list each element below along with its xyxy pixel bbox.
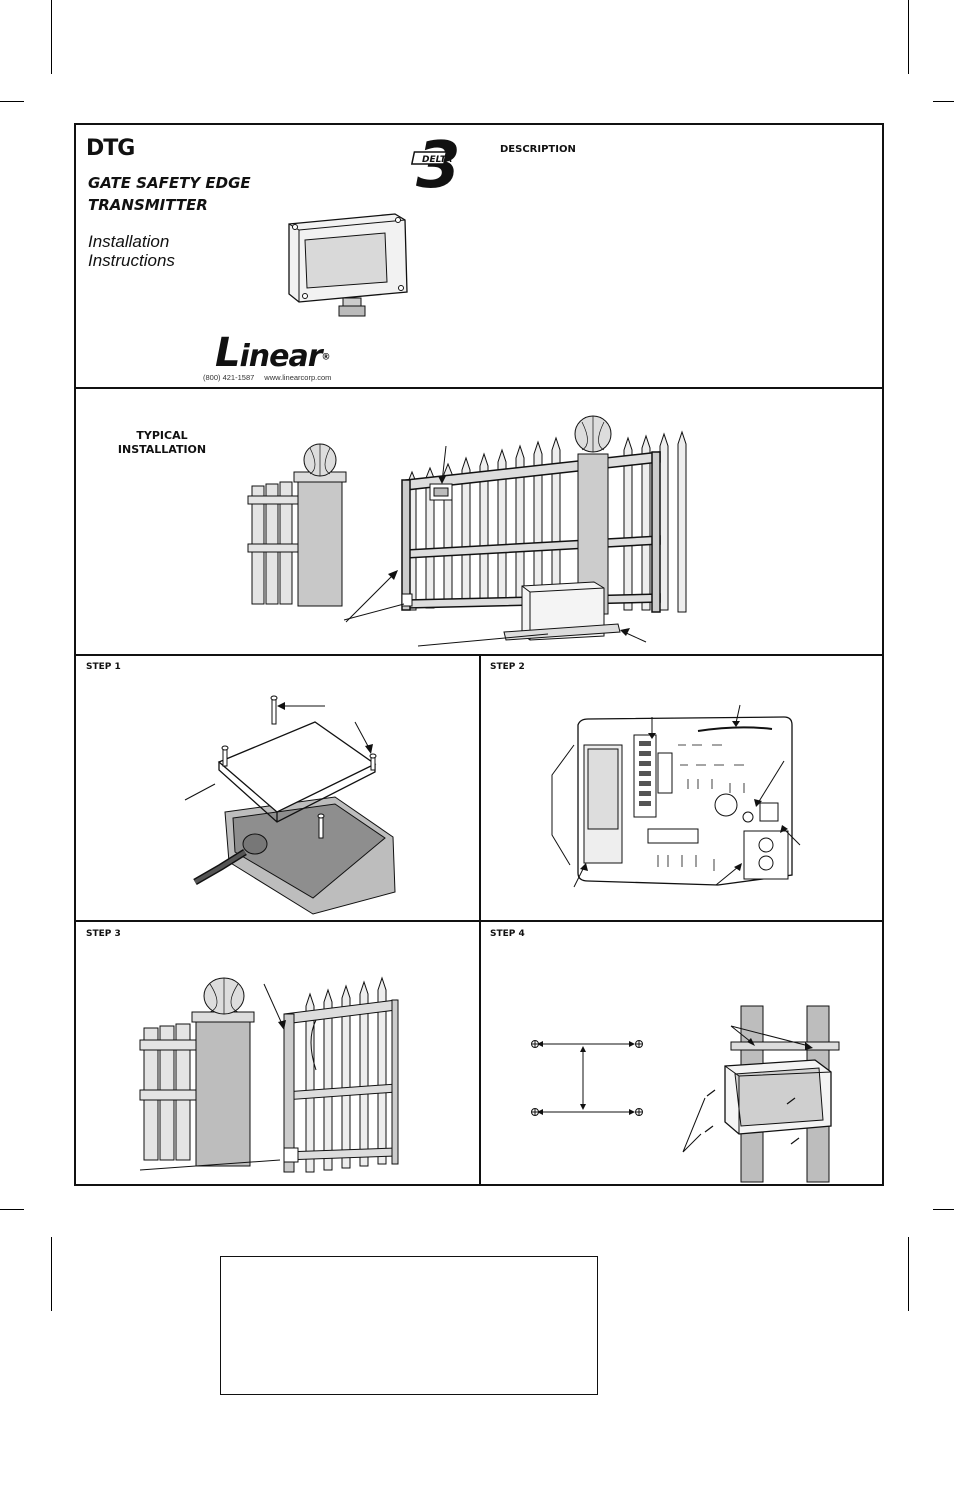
install-line: Instructions [88, 251, 175, 270]
subtitle-line: GATE SAFETY EDGE [88, 174, 251, 192]
step1-open-enclosure-illustration [185, 692, 400, 917]
crop-mark [0, 101, 24, 102]
install-line: Installation [88, 232, 170, 251]
step-4-label: STEP 4 [490, 929, 525, 939]
subtitle-line: TRANSMITTER [88, 196, 208, 214]
step-3-label: STEP 3 [86, 929, 121, 939]
step-1-label: STEP 1 [86, 662, 121, 672]
step2-circuit-board-illustration [548, 705, 808, 890]
crop-mark [933, 1209, 954, 1210]
step4-mounting-illustration [525, 1002, 845, 1182]
divider [479, 654, 481, 1186]
registered-mark: ® [321, 352, 331, 363]
badge-number: 3 [416, 129, 461, 203]
crop-mark [51, 1237, 52, 1311]
delta3-badge-icon: 3 DELTA [410, 129, 461, 203]
model-title: DTG [86, 136, 135, 161]
crop-mark [933, 101, 954, 102]
crop-mark [0, 1209, 24, 1210]
step-2-label: STEP 2 [490, 662, 525, 672]
typical-installation-illustration [248, 410, 698, 650]
note-box [220, 1256, 598, 1395]
description-heading: DESCRIPTION [500, 144, 576, 155]
logo-initial: L [215, 330, 240, 376]
divider [74, 387, 884, 389]
install-heading: Installation Instructions [88, 232, 175, 270]
step3-gate-illustration [140, 970, 405, 1175]
contact-info: (800) 421-1587 www.linearcorp.com [203, 373, 341, 382]
typical-line: TYPICAL [136, 429, 188, 442]
typical-installation-heading: TYPICAL INSTALLATION [108, 429, 216, 457]
phone-number: (800) 421-1587 [203, 373, 255, 382]
transmitter-box-illustration [285, 210, 410, 320]
linear-logo: Linear® [215, 330, 331, 376]
logo-text: inear [239, 339, 323, 374]
badge-text: DELTA [422, 155, 452, 165]
crop-mark [51, 0, 52, 74]
typical-line: INSTALLATION [117, 443, 207, 456]
website-link[interactable]: www.linearcorp.com [264, 373, 332, 382]
crop-mark [908, 1237, 909, 1311]
crop-mark [908, 0, 909, 74]
product-subtitle: GATE SAFETY EDGE TRANSMITTER [88, 172, 251, 216]
